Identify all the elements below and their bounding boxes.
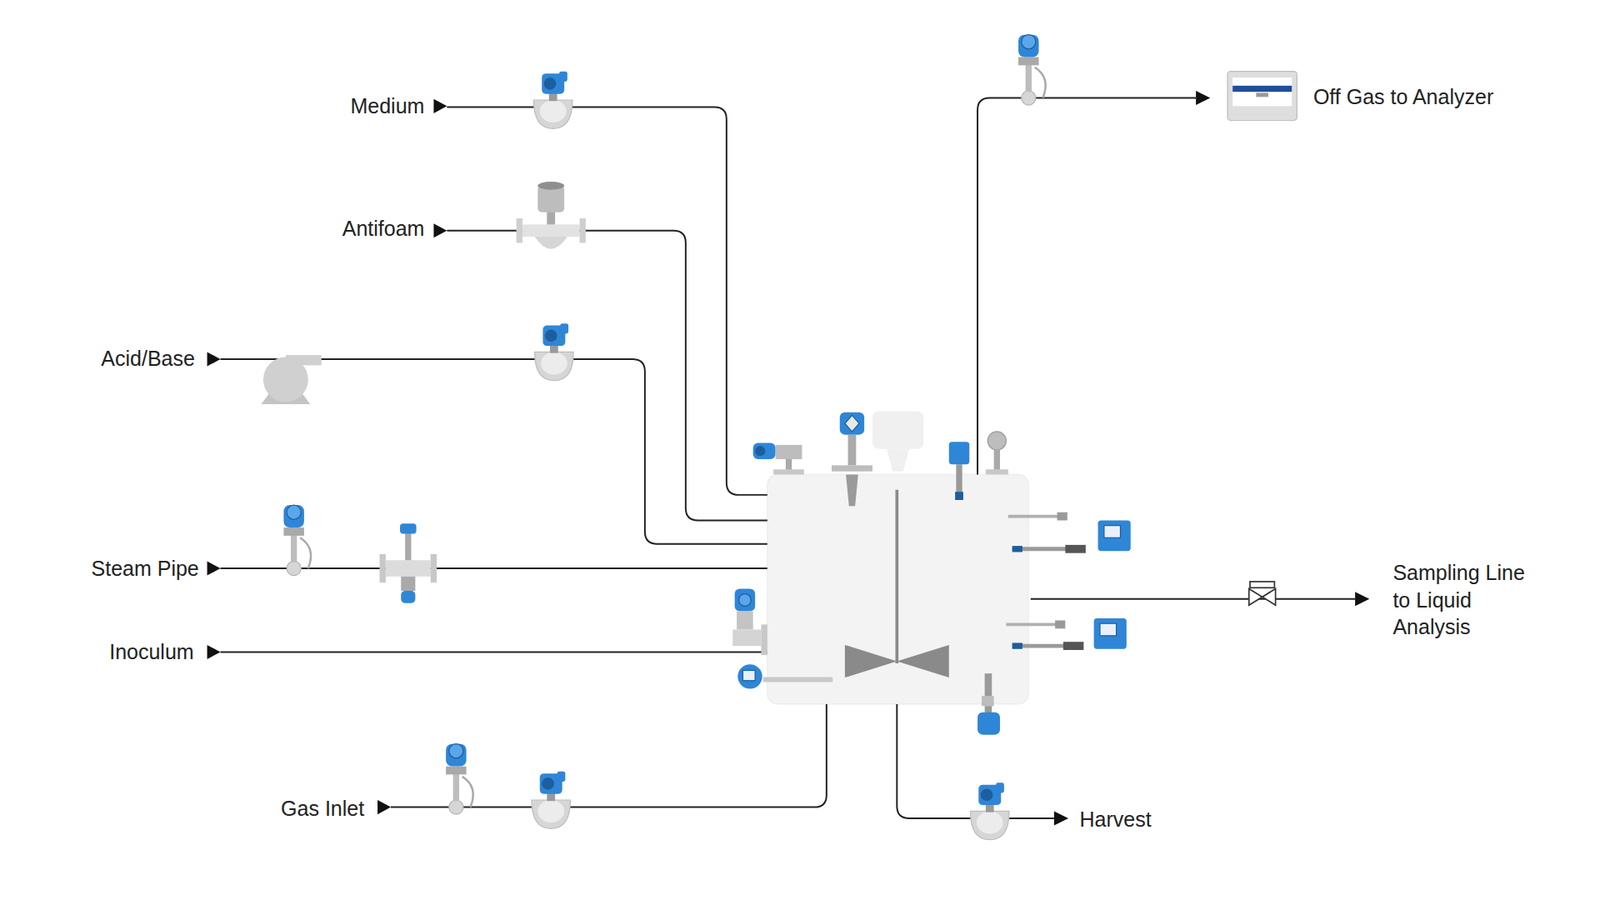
- probe-tip: [955, 491, 964, 500]
- arrowhead: [377, 800, 391, 815]
- valve-symbol: [1249, 581, 1276, 605]
- inoculum-instruments: [732, 589, 833, 690]
- probe-tip: [1012, 642, 1023, 649]
- stream-label: Harvest: [1080, 805, 1152, 834]
- transmitter-face: [739, 594, 752, 607]
- arrowhead: [1195, 90, 1210, 105]
- stream-label: Gas Inlet: [280, 795, 365, 823]
- gauge-stem: [994, 450, 1000, 470]
- flow-meter: [970, 782, 1010, 840]
- side-probes: [1005, 512, 1130, 650]
- vortex-meter: [380, 523, 438, 604]
- probe-head: [977, 712, 1000, 735]
- harvest-line: [896, 704, 1055, 819]
- probe: [1005, 623, 1061, 627]
- coriolis-meter: [516, 181, 586, 250]
- transmitter-screen: [1100, 623, 1117, 636]
- flow-meter: [533, 71, 573, 130]
- probe: [763, 676, 833, 682]
- probe-connector: [1063, 641, 1084, 650]
- probe-fitting: [981, 695, 995, 706]
- stream-label: Inoculum: [109, 638, 194, 666]
- transmitter-screen: [1104, 525, 1121, 539]
- steam-line: [220, 567, 767, 570]
- probe-cap: [1057, 512, 1068, 521]
- probe-stem: [985, 673, 993, 715]
- probe: [1008, 515, 1064, 519]
- valve-body: [1249, 589, 1276, 606]
- analyzer-detail: [1255, 92, 1269, 97]
- arrowhead: [1054, 810, 1069, 825]
- gauge-flange: [985, 469, 1009, 475]
- stream-label: Off Gas to Analyzer: [1313, 83, 1494, 111]
- pressure-transmitter: [1018, 35, 1046, 105]
- agitator-shaft: [895, 490, 899, 664]
- medium-line: [446, 107, 767, 495]
- sensor-body: [732, 630, 761, 647]
- arrowhead: [207, 645, 221, 660]
- transmitter-unit: [1098, 520, 1131, 551]
- radar-flange: [831, 465, 873, 471]
- stream-label: Medium: [350, 92, 425, 120]
- probe-tip: [1012, 545, 1023, 552]
- antifoam-line: [446, 230, 767, 521]
- stream-label: Antifoam: [342, 215, 425, 243]
- analyzer-symbol: [1227, 71, 1297, 121]
- bottom-probe: [977, 673, 1000, 735]
- transmitter-head: [737, 664, 762, 689]
- arrowhead: [433, 99, 447, 114]
- nozzle-flange: [773, 469, 805, 475]
- arrowhead: [433, 223, 447, 238]
- pump-outlet: [285, 355, 322, 365]
- process-lines: [220, 98, 1355, 819]
- transmitter-body: [736, 610, 754, 630]
- transmitter-face: [755, 445, 765, 456]
- transmitter-head: [753, 442, 776, 460]
- radar-display: [845, 415, 860, 432]
- pressure-transmitter: [445, 744, 474, 815]
- flow-meter: [535, 323, 575, 381]
- analyzer-stripe: [1232, 85, 1292, 92]
- probe-cap: [1055, 620, 1065, 629]
- top-instruments: [753, 410, 1009, 506]
- radar-neck: [848, 435, 857, 466]
- stream-label: Acid/Base: [100, 345, 195, 373]
- probe-connector: [1065, 545, 1085, 554]
- radar-head: [840, 412, 865, 435]
- arrowhead: [207, 560, 221, 575]
- valve-actuator: [1250, 581, 1275, 588]
- flow-meter: [531, 771, 571, 830]
- stream-label: Steam Pipe: [91, 555, 200, 583]
- transmitter-head: [735, 589, 755, 612]
- probe-head: [949, 441, 970, 465]
- transmitter-body: [775, 445, 803, 460]
- sensor-flange: [760, 624, 767, 655]
- inoculum-line: [220, 650, 767, 653]
- transmitter-screen: [742, 670, 755, 680]
- analyzer-panel: [1232, 77, 1292, 106]
- motor-mount: [886, 449, 910, 472]
- sampling-line: [1030, 598, 1355, 600]
- stream-label: Sampling Line to Liquid Analysis: [1392, 559, 1536, 641]
- vessel-body: [767, 474, 1029, 705]
- arrowheads: [207, 90, 1370, 826]
- arrowhead: [207, 351, 221, 366]
- pressure-transmitter: [283, 505, 311, 575]
- pump-symbol: [260, 355, 321, 405]
- transmitter-unit: [1094, 618, 1127, 650]
- impeller: [845, 645, 950, 678]
- analyzer-housing: [1227, 71, 1297, 121]
- motor-housing: [872, 410, 924, 449]
- bioreactor-vessel: [767, 474, 1029, 705]
- pressure-gauge: [987, 431, 1006, 450]
- off-gas-line: [977, 98, 1196, 475]
- radar-antenna: [845, 474, 859, 506]
- arrowhead: [1355, 591, 1370, 606]
